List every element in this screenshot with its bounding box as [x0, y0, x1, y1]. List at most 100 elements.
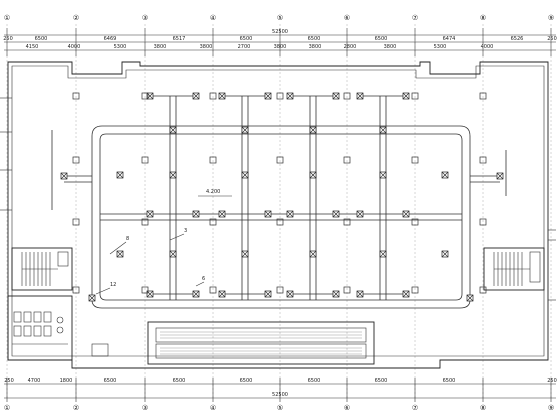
diffuser-icon: [402, 92, 410, 100]
elevation-label: 4.200: [206, 189, 220, 195]
annotation-tag: 8: [126, 236, 129, 242]
column-marker: [343, 218, 351, 226]
diffuser-icon: [286, 290, 294, 298]
diffuser-icon: [88, 294, 96, 302]
top-axis-labels: ① ② ③ ④ ⑤ ⑥ ⑦ ⑧ ⑨: [4, 14, 554, 22]
diffuser-icon: [356, 92, 364, 100]
stair-enclosure: [11, 247, 73, 291]
dimension-value: 250: [547, 36, 557, 42]
axis-bubble-top-9: ⑨: [548, 14, 554, 22]
axis-bubble-top-3: ③: [142, 14, 148, 22]
dimension-value: 6500: [375, 378, 388, 384]
diffuser-icon: [402, 210, 410, 218]
axis-label: ⑥: [344, 14, 350, 22]
diffuser-icon: [241, 126, 249, 134]
column-marker: [343, 92, 351, 100]
axis-label: ⑨: [548, 14, 554, 22]
axis-label: ⑥: [344, 404, 350, 412]
dimension-value: 250: [3, 36, 13, 42]
equipment-box: [91, 343, 109, 357]
axis-bubble-top-6: ⑥: [344, 14, 350, 22]
diffuser-icon: [379, 171, 387, 179]
diffuser-icon: [309, 250, 317, 258]
dimension-value: 4700: [28, 378, 41, 384]
column-marker: [141, 286, 149, 294]
dimension-value: 4000: [68, 44, 81, 50]
interior-wall: [11, 65, 545, 357]
diffuser-icon: [332, 210, 340, 218]
column-marker: [343, 156, 351, 164]
building-outline: [7, 61, 549, 369]
axis-bubble-top-5: ⑤: [277, 14, 283, 22]
axis-bubble-top-4: ④: [210, 14, 216, 22]
tag-leader: [195, 281, 205, 287]
axis-label: ④: [210, 404, 216, 412]
diffuser-icon: [356, 290, 364, 298]
toilet-block: [7, 295, 73, 361]
stair-landing: [529, 251, 541, 283]
diffuser-icon: [241, 250, 249, 258]
axis-label: ①: [4, 404, 10, 412]
axis-label: ②: [73, 404, 79, 412]
diffuser-icon: [192, 290, 200, 298]
column-marker: [411, 92, 419, 100]
diffuser-icon: [192, 92, 200, 100]
dimension-value: 6500: [443, 378, 456, 384]
dimension-value: 4000: [481, 44, 494, 50]
dimension-value: 6500: [173, 378, 186, 384]
left-stair: [11, 247, 73, 291]
diffuser-icon: [441, 250, 449, 258]
diffuser-icon: [218, 92, 226, 100]
dimension-value: 2800: [344, 44, 357, 50]
diffuser-icon: [379, 126, 387, 134]
column-marker: [276, 156, 284, 164]
column-marker: [479, 92, 487, 100]
diffuser-icon: [309, 171, 317, 179]
escalator: [147, 321, 375, 365]
column-marker: [209, 156, 217, 164]
diffuser-icon: [264, 290, 272, 298]
annotations: 4.200 8 3 12 6: [95, 189, 232, 295]
dimension-value: 6500: [35, 36, 48, 42]
diffuser-icon: [218, 290, 226, 298]
axis-label: ④: [210, 14, 216, 22]
column-marker: [276, 218, 284, 226]
column-marker: [479, 156, 487, 164]
diffuser-icon: [169, 250, 177, 258]
column-marker: [72, 92, 80, 100]
dimension-value: 3800: [309, 44, 322, 50]
columns: [72, 92, 487, 294]
diffuser-icon: [332, 290, 340, 298]
right-stair: [483, 247, 545, 291]
stair-landing: [57, 251, 69, 267]
axis-label: ②: [73, 14, 79, 22]
dimension-value: 3800: [384, 44, 397, 50]
diffuser-icon: [218, 210, 226, 218]
dimension-value: 5300: [434, 44, 447, 50]
column-marker: [72, 156, 80, 164]
dim-row-2: 4150 4000 5300 3800 3800 2700 3800 3800 …: [26, 44, 494, 50]
column-marker: [209, 92, 217, 100]
column-marker: [411, 286, 419, 294]
axis-label: ①: [4, 14, 10, 22]
column-marker: [411, 156, 419, 164]
diffuser-icon: [169, 171, 177, 179]
exterior-wall: [7, 61, 549, 369]
axis-label: ③: [142, 14, 148, 22]
diffuser-icon: [116, 171, 124, 179]
axis-bubble-top-1: ①: [4, 14, 10, 22]
dimension-value: 6469: [104, 36, 117, 42]
escalator-track: [155, 327, 367, 343]
diffuser-icon: [402, 290, 410, 298]
axis-label: ⑦: [412, 14, 418, 22]
dimension-value: 6500: [240, 36, 253, 42]
column-marker: [479, 218, 487, 226]
column-marker: [72, 218, 80, 226]
diffuser-icon: [379, 250, 387, 258]
axis-label: ⑤: [277, 404, 283, 412]
left-wall-marks: [0, 97, 12, 211]
dimension-value: 3800: [154, 44, 167, 50]
dimension-value: 4150: [26, 44, 39, 50]
escalator-pit: [147, 321, 375, 365]
